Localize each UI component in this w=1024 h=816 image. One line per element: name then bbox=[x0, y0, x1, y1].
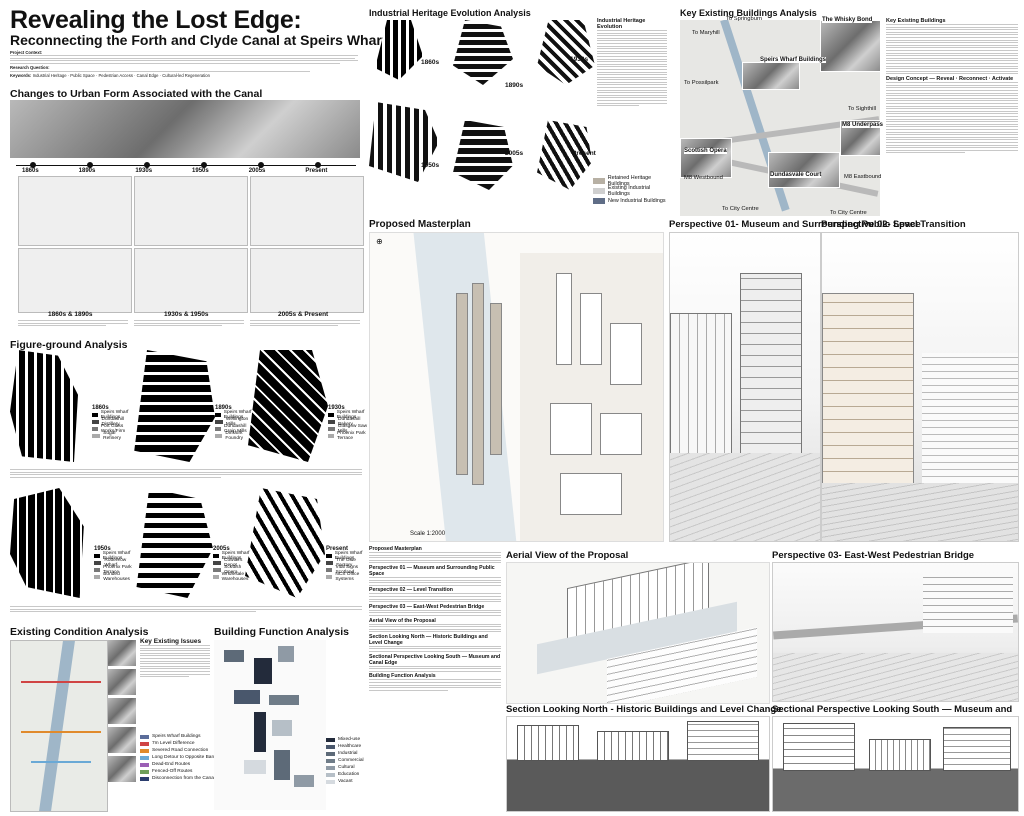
key-buildings-text: Key Existing Buildings Design Concept — … bbox=[886, 18, 1018, 155]
section-north-drawing bbox=[506, 716, 770, 812]
label-m8-eastbound: M8 Eastbound bbox=[844, 174, 882, 180]
masterplan-drawing: ⊕ bbox=[369, 232, 664, 542]
map-pair-label-1: 1860s & 1890s bbox=[48, 311, 93, 318]
label-city-centre-1: To City Centre bbox=[722, 206, 759, 212]
heritage-year-2: 1930s bbox=[570, 56, 589, 63]
perspective2-render bbox=[821, 232, 1019, 542]
existing-condition-map bbox=[10, 640, 108, 812]
label-scottish-opera: Scottish Opera bbox=[684, 148, 727, 154]
masterplan-heading: Proposed Masterplan bbox=[369, 219, 471, 230]
figure-ground-row-1: 1860s Speirs Wharf Buildings Dundashill … bbox=[10, 350, 367, 468]
perspective1-heading: Perspective 01- Museum and Surrounding P… bbox=[669, 219, 921, 230]
heritage-maps bbox=[369, 20, 597, 220]
intro-text: Project Context: Research Question: Keyw… bbox=[10, 50, 360, 78]
existing-legend: Speirs Wharf Buildings 7m Level Differen… bbox=[140, 733, 220, 782]
perspective3-heading: Perspective 03- East-West Pedestrian Bri… bbox=[772, 550, 975, 561]
historic-maps bbox=[18, 176, 364, 313]
poster-title: Revealing the Lost Edge: bbox=[10, 6, 302, 34]
masterplan-scale: Scale 1:2000 bbox=[410, 531, 446, 537]
timeline-dot bbox=[30, 162, 36, 168]
figure-ground-text-2 bbox=[10, 606, 362, 614]
existing-condition-heading: Existing Condition Analysis bbox=[10, 626, 149, 638]
heritage-year-6: Present bbox=[572, 150, 596, 157]
aerial-heading: Aerial View of the Proposal bbox=[506, 550, 629, 561]
heritage-year-5: 2005s bbox=[505, 150, 524, 157]
section-south-drawing bbox=[772, 716, 1019, 812]
heritage-heading: Industrial Heritage Evolution Analysis bbox=[369, 8, 531, 18]
label-maryhill: To Maryhill bbox=[692, 30, 720, 36]
label-m8-underpass: M8 Underpass bbox=[842, 122, 884, 128]
label-speirs-wharf: Speirs Wharf Buildings bbox=[760, 57, 827, 63]
section-north-heading: Section Looking North - Historic Buildin… bbox=[506, 704, 782, 715]
key-buildings-map bbox=[680, 20, 880, 216]
map-pair-label-3: 2005s & Present bbox=[278, 311, 329, 318]
heritage-text: Industrial Heritage Evolution bbox=[597, 18, 667, 108]
heritage-legend: Retained Heritage Buildings Existing Ind… bbox=[593, 175, 673, 206]
aerial-render bbox=[506, 562, 770, 704]
historic-photo-collage bbox=[10, 100, 360, 158]
heritage-year-4: 1950s bbox=[421, 162, 440, 169]
north-arrow-icon: ⊕ bbox=[376, 237, 383, 246]
timeline bbox=[16, 161, 356, 171]
perspective1-render bbox=[669, 232, 821, 542]
figure-ground-text-1 bbox=[10, 469, 362, 479]
figure-ground-heading: Figure-ground Analysis bbox=[10, 339, 128, 351]
label-sighthill: To Sighthill bbox=[848, 106, 877, 112]
label-whisky-bond: The Whisky Bond bbox=[822, 17, 873, 23]
label-m8-westbound: M8 Westbound bbox=[684, 175, 723, 181]
perspective2-heading: Perspective 02- Level Transition bbox=[821, 219, 966, 230]
map-pair-label-2: 1930s & 1950s bbox=[164, 311, 209, 318]
key-buildings-heading: Key Existing Buildings Analysis bbox=[680, 8, 817, 18]
existing-photos bbox=[108, 640, 136, 810]
label-dundasvale: Dundasvale Court bbox=[770, 172, 822, 178]
label-city-centre-2: To City Centre bbox=[830, 210, 867, 216]
timeline-labels: 1860s 1890s 1930s 1950s 2005s Present bbox=[22, 168, 328, 174]
building-function-map bbox=[214, 640, 326, 810]
heritage-year-1: 1860s bbox=[421, 59, 440, 66]
building-function-legend: Mixed-use Healthcare Industrial Commerci… bbox=[326, 736, 364, 785]
heritage-year-3: 1890s bbox=[505, 82, 524, 89]
perspective3-render bbox=[772, 562, 1019, 702]
label-possilpark: To Possilpark bbox=[684, 80, 719, 86]
existing-key-issues: Key Existing Issues bbox=[140, 638, 210, 679]
label-springburn: To Springburn bbox=[726, 16, 763, 22]
map-captions bbox=[18, 320, 363, 328]
urban-form-heading: Changes to Urban Form Associated with th… bbox=[10, 88, 263, 100]
masterplan-text: Proposed Masterplan Perspective 01 — Mus… bbox=[369, 546, 501, 692]
building-function-heading: Building Function Analysis bbox=[214, 626, 349, 638]
poster-subtitle: Reconnecting the Forth and Clyde Canal a… bbox=[10, 32, 387, 48]
figure-ground-row-2: 1950s Speirs Wharf Buildings Rottenrow W… bbox=[10, 488, 365, 602]
